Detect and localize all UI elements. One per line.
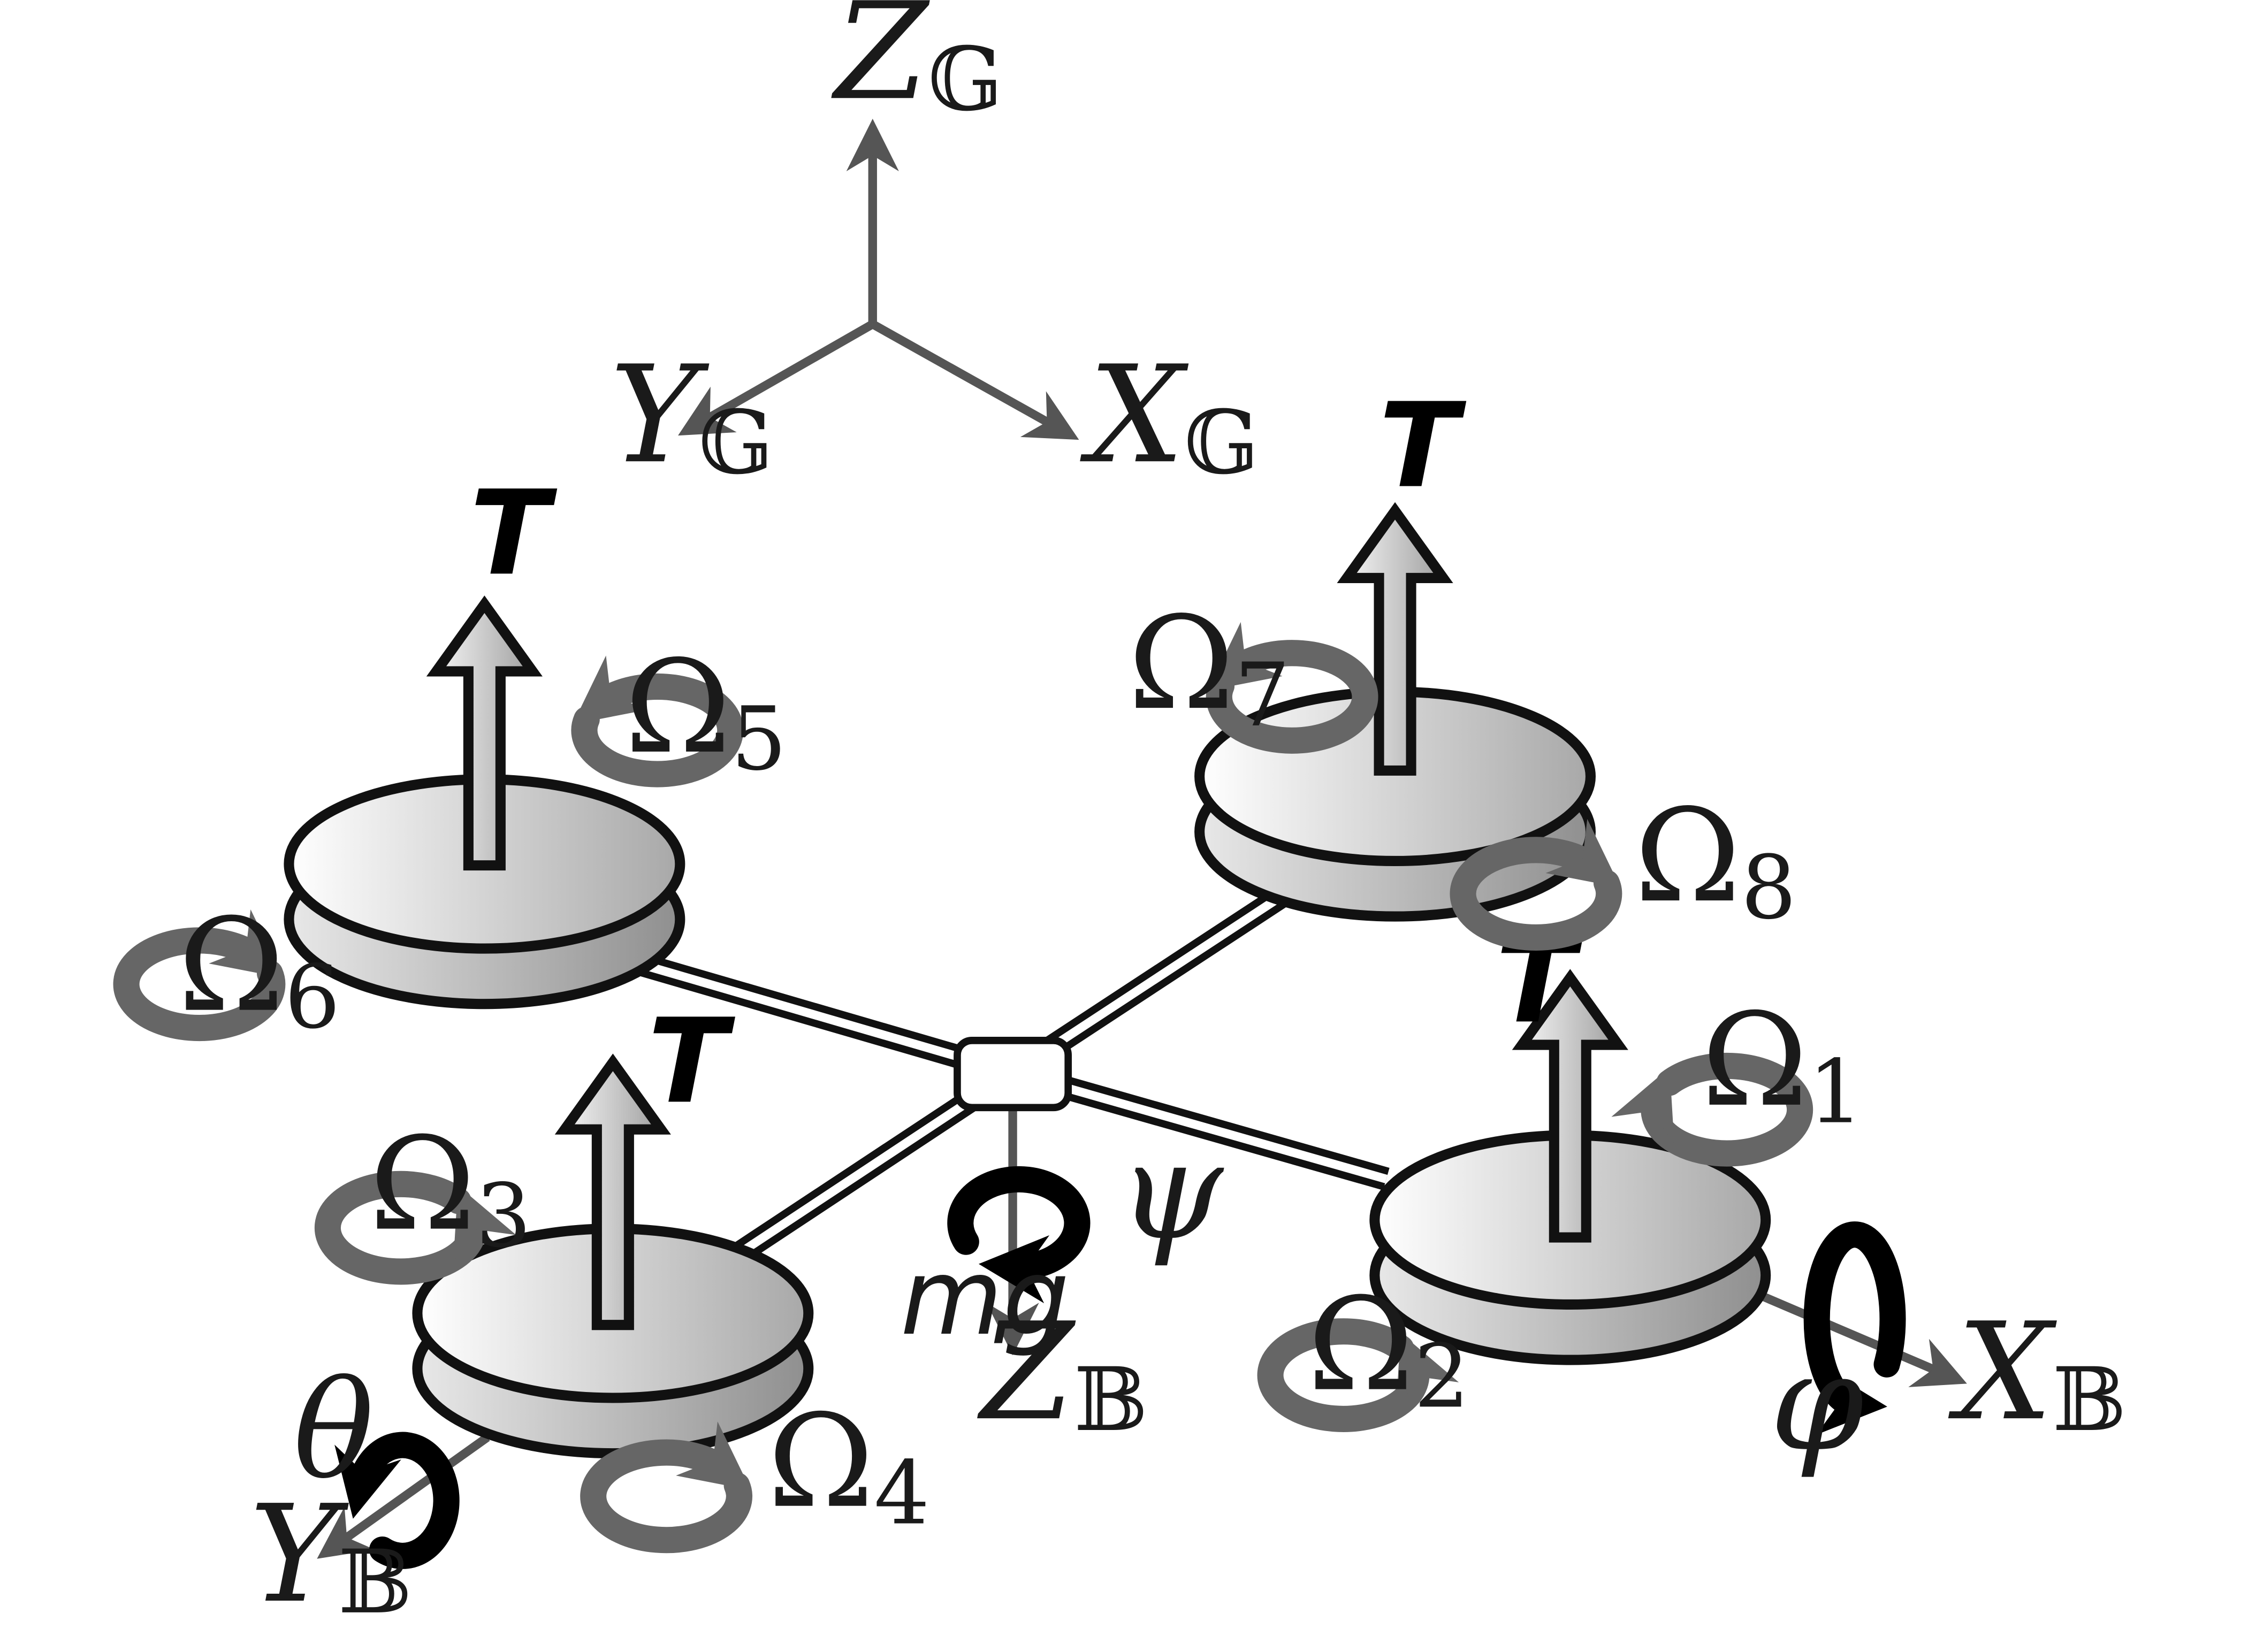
- yaw-label: ψ: [1118, 1113, 1224, 1269]
- omega-label-8: Ω8: [1634, 781, 1796, 939]
- rotation-arrow-icon: [580, 1421, 752, 1554]
- body-labels: ψ φ θ mg Z𝔹 X𝔹 Y𝔹: [249, 1113, 2127, 1633]
- rotation-arrow-icon: [1450, 819, 1622, 951]
- central-hub: [954, 1037, 1072, 1112]
- rotation-arrow-icon: [1206, 622, 1378, 754]
- thrust-label: T: [648, 993, 736, 1129]
- thrust-label: T: [1379, 378, 1467, 514]
- rotor-speed-labels: Ω5 Ω6 Ω7 Ω8 Ω1 Ω2 Ω3 Ω4: [178, 588, 1864, 1544]
- gravity-label: mg: [901, 1237, 1070, 1359]
- body-x-label: X𝔹: [1948, 1294, 2127, 1451]
- omega-label-4: Ω4: [767, 1387, 929, 1544]
- rotor-spin-arrows: [113, 622, 1813, 1554]
- rotation-arrow-icon: [113, 909, 286, 1042]
- omega-label-2: Ω2: [1307, 1270, 1469, 1428]
- body-y-label: Y𝔹: [249, 1477, 412, 1633]
- pitch-rotation-icon: [334, 1432, 460, 1569]
- rotation-arrow-icon: [1611, 1052, 1813, 1167]
- ground-y-label: Y𝔾: [610, 337, 773, 494]
- ground-frame: Z𝔾 Y𝔾 X𝔾: [610, 0, 1259, 494]
- omega-label-6: Ω6: [178, 891, 340, 1049]
- body-y-axis: [317, 1433, 490, 1559]
- roll-rotation-icon: [1803, 1221, 1906, 1435]
- rotation-arrow-icon: [571, 655, 744, 787]
- omega-label-5: Ω5: [624, 632, 787, 790]
- body-rotation-arrows: [334, 1166, 1906, 1569]
- omega-label-1: Ω1: [1702, 985, 1864, 1143]
- ground-x-label: X𝔾: [1079, 337, 1259, 494]
- ground-z-label: Z𝔾: [831, 0, 1003, 131]
- thrust-arrow-icon: [1512, 969, 1628, 1243]
- omega-label-7: Ω7: [1128, 588, 1290, 746]
- thrust-label: T: [470, 465, 558, 601]
- arm-front-right: [1009, 1061, 1390, 1190]
- thrust-arrows: T T T T: [426, 378, 1628, 1330]
- body-z-label: Z𝔹: [977, 1294, 1148, 1451]
- thrust-arrow-icon: [1337, 502, 1453, 776]
- body-x-axis: [1749, 1287, 1967, 1387]
- yaw-rotation-icon: [947, 1166, 1091, 1304]
- rotation-arrow-icon: [1257, 1318, 1459, 1432]
- thrust-arrow-icon: [554, 1053, 671, 1330]
- roll-label: φ: [1770, 1325, 1864, 1481]
- omega-label-3: Ω3: [369, 1110, 531, 1267]
- ground-x-axis: [870, 320, 1079, 440]
- thrust-arrow-icon: [426, 595, 543, 871]
- pitch-label: θ: [293, 1352, 374, 1509]
- ground-y-axis: [678, 320, 875, 436]
- rotation-arrow-icon: [314, 1171, 516, 1285]
